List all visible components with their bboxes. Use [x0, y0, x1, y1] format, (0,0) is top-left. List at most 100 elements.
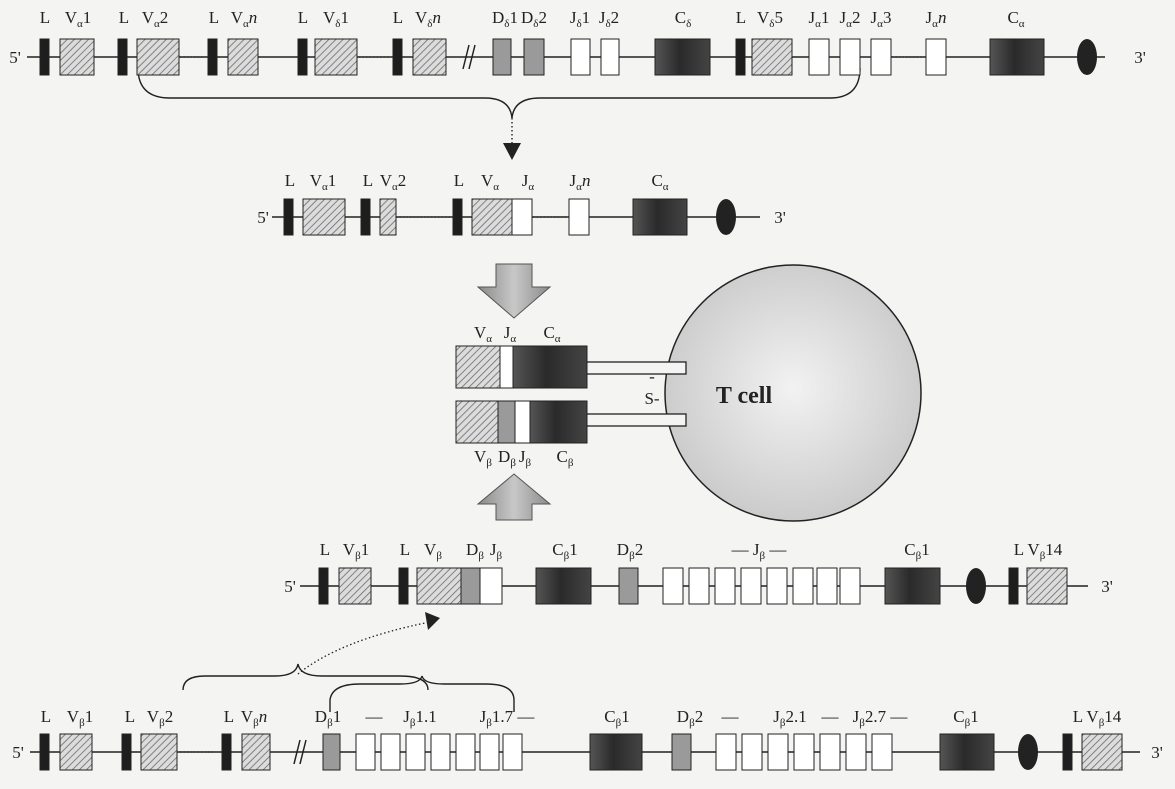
row4-segment-j [480, 734, 499, 770]
row3-segment-j [767, 568, 787, 604]
row4-label: Dβ2 [677, 707, 703, 729]
row1-label: L [209, 8, 219, 27]
row1-segment-l [40, 39, 49, 75]
disulfide-bond-mark: - [649, 367, 655, 386]
row4-segment-j [716, 734, 736, 770]
row2-segment-v [472, 199, 512, 235]
row4-segment-j [846, 734, 866, 770]
row4-segment-j [768, 734, 788, 770]
row4-segment-j [381, 734, 400, 770]
row1-label: Jδ1 [570, 8, 590, 30]
three-prime-end: 3' [1151, 743, 1163, 762]
alpha-chain-label: Cα [543, 323, 560, 345]
beta-d-domain [498, 401, 515, 443]
row3-segment-j [793, 568, 813, 604]
row4-arrowhead [425, 612, 440, 630]
row4-label: L Vβ14 [1073, 707, 1122, 729]
row3-enhancer [966, 568, 986, 604]
row1-label: Dδ1 [492, 8, 518, 30]
disulfide-bond-label: S- [644, 389, 659, 408]
row3-segment-j [663, 568, 683, 604]
row3-segment-v [417, 568, 461, 604]
row2-segment-l [361, 199, 370, 235]
row3-segment-j [817, 568, 837, 604]
row1-segment-l [393, 39, 402, 75]
three-prime-end: 3' [1134, 48, 1146, 67]
row2-label: Vα [481, 171, 499, 193]
alpha-chain-stalk [586, 362, 686, 374]
row4-segment-l [122, 734, 131, 770]
row1-label: L [40, 8, 50, 27]
row4-segment-j [406, 734, 425, 770]
row1-label: Vα1 [65, 8, 92, 30]
row1-label: Vδ5 [757, 8, 783, 30]
five-prime-end: 5' [284, 577, 296, 596]
three-prime-end: 3' [774, 208, 786, 227]
row3-segment-c [536, 568, 591, 604]
row2-label: L [363, 171, 373, 190]
row4-segment-v [60, 734, 92, 770]
row3-label: Jβ [490, 540, 503, 562]
row3-label: Cβ1 [552, 540, 577, 562]
row1-segment-d [493, 39, 511, 75]
alpha-chain-label: Jα [504, 323, 517, 345]
row1-segment-c [990, 39, 1044, 75]
beta-chain-label: Jβ [519, 447, 532, 469]
row4-label: — [365, 707, 384, 726]
row1-segment-v [413, 39, 446, 75]
row4-segment-j [742, 734, 762, 770]
alpha-c-domain [513, 346, 587, 388]
row4-dotted-arrow [298, 622, 430, 674]
five-prime-end: 5' [257, 208, 269, 227]
three-prime-end: 3' [1101, 577, 1113, 596]
beta-j-domain [515, 401, 530, 443]
row4-segment-v [1082, 734, 1122, 770]
beta-chain-label: Dβ [498, 447, 516, 469]
row4-segment-l [1063, 734, 1072, 770]
row2-segment-v [380, 199, 396, 235]
row4-label: Cβ1 [953, 707, 978, 729]
row2-enhancer [716, 199, 736, 235]
row4-label: Vβ1 [67, 707, 93, 729]
row1-label: Jα2 [840, 8, 861, 30]
row1-label: Jδ2 [599, 8, 619, 30]
row1-arrowhead [503, 143, 521, 160]
row3-segment-l [399, 568, 408, 604]
row2-label: Jα [522, 171, 535, 193]
beta-v-domain [456, 401, 498, 443]
row4-label: — [821, 707, 840, 726]
row1-label: L [393, 8, 403, 27]
row4-label: L [125, 707, 135, 726]
beta-c-domain [530, 401, 587, 443]
row4-enhancer [1018, 734, 1038, 770]
row1-label: Vα2 [142, 8, 169, 30]
row1-label: L [736, 8, 746, 27]
row3-segment-j [689, 568, 709, 604]
row3-label: Cβ1 [904, 540, 929, 562]
row3-segment-j [741, 568, 761, 604]
row4-label: Vβn [241, 707, 267, 729]
row1-label: L [298, 8, 308, 27]
row4-label: Vβ2 [147, 707, 173, 729]
row1-segment-c [655, 39, 710, 75]
t-cell-body [665, 265, 921, 521]
row1-segment-l [736, 39, 745, 75]
row4-segment-j [794, 734, 814, 770]
row4-segment-d [672, 734, 691, 770]
row3-segment-d [461, 568, 480, 604]
row4-segment-l [222, 734, 231, 770]
row4-recombination-brace-v [183, 664, 428, 690]
five-prime-end: 5' [12, 743, 24, 762]
down-arrow [478, 264, 550, 318]
row4-label: Cβ1 [604, 707, 629, 729]
beta-chain-stalk [586, 414, 686, 426]
row4-segment-j [456, 734, 475, 770]
row3-segment-l [1009, 568, 1018, 604]
row4-segment-c [590, 734, 642, 770]
row2-segment-j [512, 199, 532, 235]
row4-label: Dβ1 [315, 707, 341, 729]
row1-segment-l [208, 39, 217, 75]
alpha-v-domain [456, 346, 500, 388]
row1-segment-l [118, 39, 127, 75]
row1-enhancer [1077, 39, 1097, 75]
